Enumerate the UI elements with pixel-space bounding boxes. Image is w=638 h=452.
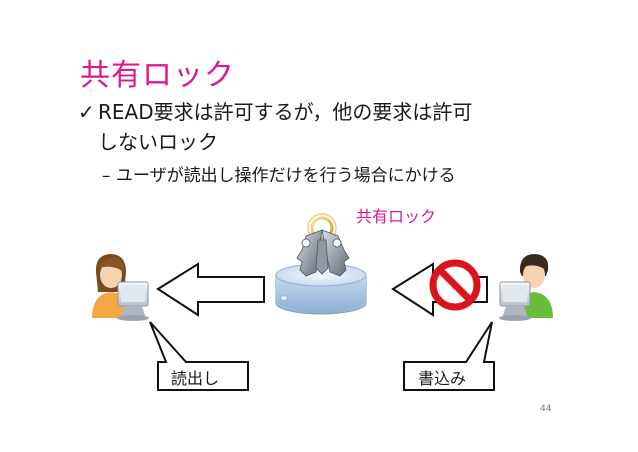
user-left-icon	[92, 254, 149, 321]
slide-title: 共有ロック	[80, 58, 235, 93]
key-ring-icon	[296, 213, 350, 277]
read-label: 読出し	[171, 369, 220, 388]
page-number: 44	[540, 404, 552, 414]
bullet-sub: – ユーザが読出し操作だけを行う場合にかける	[102, 166, 456, 186]
bullet-main: ✓READ要求は許可するが，他の要求は許可 しないロック	[78, 97, 578, 157]
write-label: 書込み	[418, 369, 467, 388]
write-callout	[403, 321, 495, 391]
read-callout	[149, 321, 249, 391]
shared-lock-label: 共有ロック	[356, 207, 437, 226]
read-arrow	[156, 262, 265, 317]
user-right-icon	[499, 254, 553, 321]
checkmark-icon: ✓	[78, 100, 95, 124]
bullet-main-line2: しないロック	[98, 130, 218, 154]
server-icon	[275, 263, 367, 315]
bullet-main-line1: READ要求は許可するが，他の要求は許可	[98, 100, 473, 124]
prohibit-icon	[429, 259, 481, 311]
